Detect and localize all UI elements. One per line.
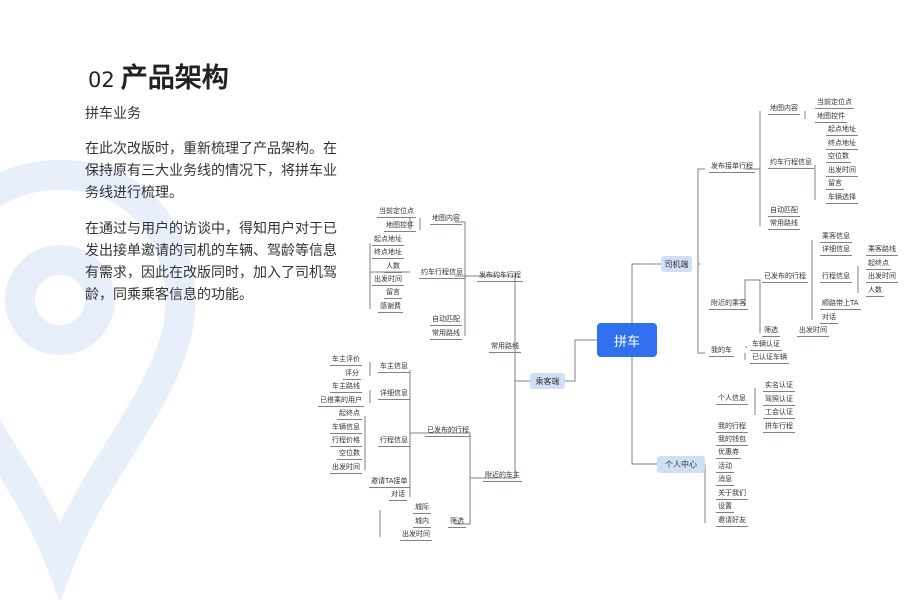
page-title: 02 产品架构 bbox=[88, 56, 229, 95]
mindmap-node-d15[interactable]: 详细信息 bbox=[820, 245, 852, 256]
mindmap-node-p32[interactable]: 城内 bbox=[413, 517, 431, 528]
mindmap-node-d12[interactable]: 自动匹配 bbox=[768, 206, 800, 217]
mindmap-node-p12[interactable]: 自动匹配 bbox=[430, 315, 462, 326]
mindmap-node-d21[interactable]: 人数 bbox=[866, 286, 884, 297]
mindmap-node-d17[interactable]: 已发布的行程 bbox=[762, 272, 808, 283]
mindmap-node-p18[interactable]: 车主路线 bbox=[330, 382, 362, 393]
section-title: 产品架构 bbox=[120, 63, 229, 94]
mindmap-node-u6[interactable]: 拼车行程 bbox=[763, 422, 795, 433]
mindmap-node-u4[interactable]: 工会认证 bbox=[763, 408, 795, 419]
mindmap-node-p31[interactable]: 城际 bbox=[413, 503, 431, 514]
mindmap-node-d11[interactable]: 车辆选择 bbox=[826, 193, 858, 204]
mindmap-node-d3[interactable]: 当前定位点 bbox=[815, 98, 854, 109]
paragraph-2: 在通过与用户的访谈中，得知用户对于已发出接单邀请的司机的车辆、驾龄等信息有需求，… bbox=[85, 221, 337, 303]
mindmap-node-p22[interactable]: 车辆信息 bbox=[330, 423, 362, 434]
mindmap-node-u9[interactable]: 活动 bbox=[716, 462, 734, 473]
mindmap-node-p19[interactable]: 已搭乘的用户 bbox=[318, 396, 364, 407]
mindmap-node-p34[interactable]: 筛选 bbox=[448, 517, 466, 528]
mindmap-node-p13[interactable]: 常用路线 bbox=[430, 329, 462, 340]
mindmap-node-p2[interactable]: 地图控件 bbox=[384, 221, 416, 232]
mindmap-node-u1[interactable]: 个人信息 bbox=[716, 394, 748, 405]
mindmap-node-d22[interactable]: 顺路带上TA bbox=[820, 299, 861, 310]
mindmap-node-d19[interactable]: 起终点 bbox=[866, 259, 891, 270]
mindmap-node-u12[interactable]: 设置 bbox=[716, 502, 734, 513]
mindmap-node-d13[interactable]: 常用路线 bbox=[768, 219, 800, 230]
mindmap-node-p24[interactable]: 空位数 bbox=[337, 449, 362, 460]
mindmap-node-u2[interactable]: 实名认证 bbox=[763, 381, 795, 392]
mindmap-node-p6[interactable]: 人数 bbox=[384, 262, 402, 273]
mindmap-node-u13[interactable]: 邀请好友 bbox=[716, 516, 748, 527]
mindmap-node-p17[interactable]: 车主信息 bbox=[378, 362, 410, 373]
mindmap-node-d25[interactable]: 筛选 bbox=[762, 326, 780, 337]
mindmap-node-d1[interactable]: 发布接单行程 bbox=[709, 162, 755, 173]
mindmap-node-d29[interactable]: 已认证车辆 bbox=[750, 353, 789, 364]
mindmap-node-u7[interactable]: 我的钱包 bbox=[716, 435, 748, 446]
mindmap-node-u3[interactable]: 驾照认证 bbox=[763, 395, 795, 406]
mindmap-node-d28[interactable]: 车辆认证 bbox=[750, 340, 782, 351]
mindmap-node-d14[interactable]: 乘客信息 bbox=[820, 232, 852, 243]
mindmap-node-u11[interactable]: 关于我们 bbox=[716, 489, 748, 500]
mindmap-node-p23[interactable]: 行程价格 bbox=[330, 436, 362, 447]
mindmap-node-p14[interactable]: 常用路线 bbox=[489, 342, 521, 353]
subtitle: 拼车业务 bbox=[85, 106, 141, 122]
mindmap-node-d2[interactable]: 地图内容 bbox=[768, 104, 800, 115]
mindmap-node-p5[interactable]: 终点地址 bbox=[372, 248, 404, 259]
branch-personal-center[interactable]: 个人中心 bbox=[657, 456, 705, 473]
mindmap-node-p20[interactable]: 详细信息 bbox=[378, 389, 410, 400]
mindmap-node-p15[interactable]: 车主评价 bbox=[330, 355, 362, 366]
mindmap-node-p30[interactable]: 附近的车主 bbox=[483, 471, 522, 482]
mindmap-node-d23[interactable]: 对话 bbox=[820, 313, 838, 324]
mindmap-node-d7[interactable]: 终点地址 bbox=[826, 139, 858, 150]
mindmap-node-u5[interactable]: 我的行程 bbox=[716, 422, 748, 433]
mindmap-node-p28[interactable]: 邀请TA接单 bbox=[369, 477, 410, 488]
mindmap-node-p16[interactable]: 评分 bbox=[343, 369, 361, 380]
mindmap-node-p25[interactable]: 出发时间 bbox=[330, 463, 362, 474]
mindmap-node-d26[interactable]: 出发时间 bbox=[797, 326, 829, 337]
mindmap-node-d4[interactable]: 地图控件 bbox=[815, 112, 847, 123]
mindmap-node-d8[interactable]: 空位数 bbox=[826, 152, 851, 163]
mindmap-node-d24[interactable]: 附近的乘客 bbox=[709, 299, 748, 310]
mindmap-node-p29[interactable]: 对话 bbox=[389, 490, 407, 501]
mindmap-node-p3[interactable]: 地图内容 bbox=[430, 214, 462, 225]
mindmap-node-p7[interactable]: 出发时间 bbox=[372, 275, 404, 286]
mindmap-node-d9[interactable]: 出发时间 bbox=[826, 166, 858, 177]
mindmap-node-d10[interactable]: 留言 bbox=[826, 179, 844, 190]
mindmap-node-p27[interactable]: 已发布的行程 bbox=[425, 426, 471, 437]
mindmap-node-p10[interactable]: 约车行程信息 bbox=[419, 268, 465, 279]
mindmap-node-u10[interactable]: 消息 bbox=[716, 475, 734, 486]
mindmap-node-p9[interactable]: 感谢费 bbox=[378, 302, 403, 313]
mindmap-node-p8[interactable]: 留言 bbox=[384, 288, 402, 299]
mindmap-node-p4[interactable]: 起点地址 bbox=[372, 235, 404, 246]
mindmap-node-p1[interactable]: 当前定位点 bbox=[377, 207, 416, 218]
section-number: 02 bbox=[88, 68, 115, 92]
mindmap-node-d16[interactable]: 乘客路线 bbox=[866, 245, 898, 256]
mindmap-node-d20[interactable]: 出发时间 bbox=[866, 272, 898, 283]
mindmap-node-p33[interactable]: 出发时间 bbox=[400, 530, 432, 541]
mindmap-node-d27[interactable]: 我的车 bbox=[709, 346, 734, 357]
mindmap-node-d18[interactable]: 行程信息 bbox=[820, 272, 852, 283]
paragraph-1: 在此次改版时，重新梳理了产品架构。在保持原有三大业务线的情况下，将拼车业务线进行… bbox=[85, 141, 337, 201]
mindmap-root-node[interactable]: 拼车 bbox=[597, 323, 657, 357]
mindmap-node-d6[interactable]: 起点地址 bbox=[826, 125, 858, 136]
mindmap-node-d5[interactable]: 约车行程信息 bbox=[768, 158, 814, 169]
branch-driver[interactable]: 司机端 bbox=[661, 256, 692, 272]
mindmap-node-p11[interactable]: 发布约车行程 bbox=[477, 271, 523, 282]
mindmap-node-p26[interactable]: 行程信息 bbox=[378, 436, 410, 447]
mindmap-node-u8[interactable]: 优惠券 bbox=[716, 448, 741, 459]
mindmap-node-p21[interactable]: 起终点 bbox=[337, 409, 362, 420]
branch-passenger[interactable]: 乘客端 bbox=[530, 373, 565, 389]
